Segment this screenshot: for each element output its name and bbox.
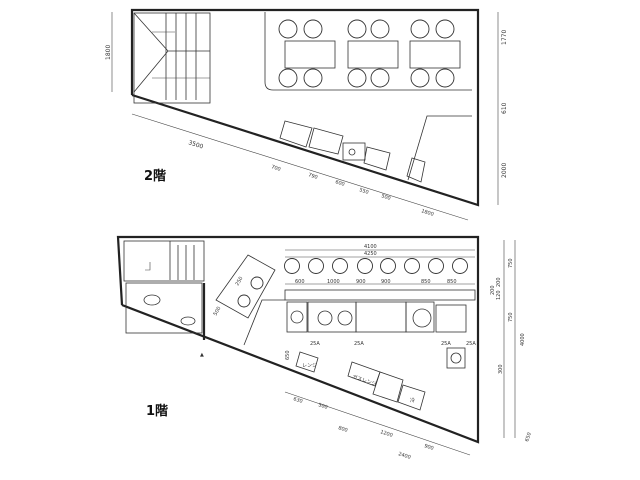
dim-1f-bottom: 900 bbox=[423, 443, 434, 452]
gas-25a-label: 25A bbox=[466, 341, 476, 347]
dim-2f-right-bottom: 2000 bbox=[501, 163, 508, 178]
floor2-dimensions: 1800 1770 610 2000 3500 700 790 600 550 … bbox=[105, 12, 508, 221]
floor2-label: 2階 bbox=[144, 168, 166, 184]
fridge-label: 冷 bbox=[410, 397, 415, 404]
dim-1f-right: 750 bbox=[508, 258, 514, 268]
gas-25a-label: 25A bbox=[310, 341, 320, 347]
floor1-toilet bbox=[125, 282, 206, 340]
dim-1f-bottom: 800 bbox=[337, 425, 348, 434]
dim-1f-bottom: 650 bbox=[524, 432, 533, 443]
dim-2f-seg: 550 bbox=[358, 187, 369, 196]
floor1-label: 1階 bbox=[146, 403, 168, 419]
floor1-plan: ▲ レンジ ガスレンジ 冷 4100 4250 60 bbox=[116, 235, 533, 461]
floor2-chairs bbox=[278, 19, 455, 88]
floor1-entrance-counter: ▲ bbox=[200, 254, 285, 358]
dim-1f-bottom: 1200 bbox=[379, 429, 393, 439]
dim-2f-right-mid: 610 bbox=[501, 102, 508, 114]
dim-1f-counter: 850 bbox=[421, 279, 431, 285]
dim-1f-misc: 250 bbox=[235, 276, 245, 287]
dim-1f-counter: 600 bbox=[295, 279, 305, 285]
floor1-outer-wall bbox=[116, 235, 480, 444]
floor2-plan: 1800 1770 610 2000 3500 700 790 600 550 … bbox=[105, 8, 508, 221]
dim-1f-right: 200 bbox=[490, 285, 496, 295]
floor2-stairs bbox=[133, 12, 211, 104]
range-label: レンジ bbox=[302, 363, 317, 369]
dim-2f-seg: 500 bbox=[380, 193, 391, 202]
dim-2f-seg: 700 bbox=[270, 164, 281, 173]
floor1-dimensions: 4100 4250 600 1000 900 900 850 850 750 2… bbox=[213, 240, 533, 461]
dim-1f-counter: 850 bbox=[447, 279, 457, 285]
floor2-tables bbox=[284, 40, 461, 69]
dim-1f-misc: 650 bbox=[285, 350, 291, 360]
gas-25a-label: 25A bbox=[441, 341, 451, 347]
dim-2f-diagonal: 3500 bbox=[187, 139, 204, 150]
dim-2f-seg: 600 bbox=[334, 179, 345, 188]
dim-1f-bottom: 630 bbox=[292, 396, 303, 405]
floor2-seating-area bbox=[264, 12, 472, 91]
floor1-counter-stools bbox=[284, 258, 468, 274]
gas-25a-label: 25A bbox=[354, 341, 364, 347]
dim-1f-top: 4250 bbox=[364, 251, 377, 257]
dim-1f-misc: 500 bbox=[213, 306, 223, 317]
entrance-arrow-icon: ▲ bbox=[200, 352, 204, 358]
dim-1f-right: 200 bbox=[496, 277, 502, 287]
floor1-stairs bbox=[123, 240, 205, 282]
dim-1f-counter: 1000 bbox=[327, 279, 340, 285]
dim-2f-right-top: 1770 bbox=[501, 30, 508, 45]
floor1-kitchen-equipment: レンジ ガスレンジ 冷 bbox=[286, 301, 467, 411]
gas-range-label: ガスレンジ bbox=[351, 373, 377, 387]
dim-1f-counter: 900 bbox=[356, 279, 366, 285]
dim-2f-left: 1800 bbox=[105, 45, 112, 60]
dim-1f-bottom: 500 bbox=[317, 402, 328, 411]
dim-1f-right: 300 bbox=[498, 364, 504, 374]
dim-1f-bottom: 2400 bbox=[397, 451, 411, 461]
dim-2f-seg: 1800 bbox=[420, 208, 434, 218]
floor1-counter bbox=[284, 289, 476, 301]
dim-1f-right: 750 bbox=[508, 312, 514, 322]
dim-1f-right: 120 bbox=[496, 290, 502, 300]
dim-1f-counter: 900 bbox=[381, 279, 391, 285]
floor2-counter-equipment bbox=[279, 115, 472, 183]
floor2-outer-wall bbox=[130, 8, 480, 207]
dim-2f-seg: 790 bbox=[307, 172, 318, 181]
dim-1f-top: 4100 bbox=[364, 244, 377, 250]
dim-1f-right: 4000 bbox=[520, 333, 526, 346]
